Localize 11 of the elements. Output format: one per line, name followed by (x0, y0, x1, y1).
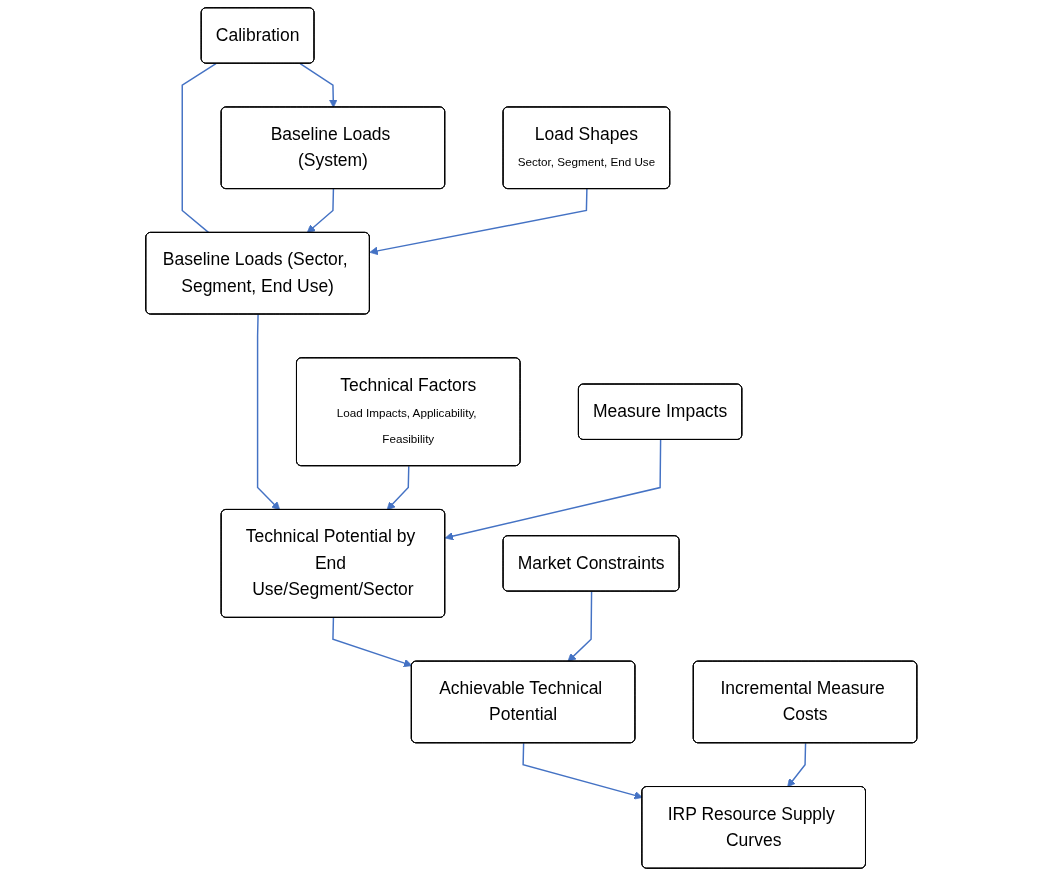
arrow (306, 188, 335, 234)
arrow (787, 742, 807, 788)
arrow (522, 742, 643, 800)
arrow (257, 313, 281, 511)
arrow (567, 590, 593, 662)
arrow (445, 439, 662, 541)
arrow (369, 188, 588, 256)
arrow (299, 62, 338, 108)
arrow (386, 465, 410, 511)
connector (181, 62, 217, 234)
arrow (332, 617, 413, 668)
